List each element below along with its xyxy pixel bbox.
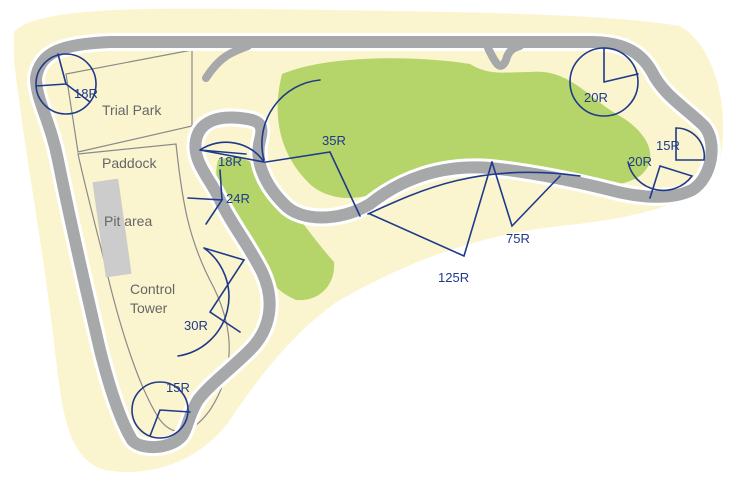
corner-label-15r-right: 15R: [656, 138, 680, 153]
corner-label-15r-bottom: 15R: [166, 380, 190, 395]
radius-lines-18r-top: [35, 53, 91, 103]
corner-label-30r: 30R: [184, 318, 208, 333]
corner-label-24r: 24R: [226, 191, 250, 206]
radius-arc-15r-right: [675, 127, 706, 161]
corner-label-18r-top: 18R: [74, 86, 98, 101]
label-control-tower-1: Control: [130, 281, 175, 297]
corner-label-75r: 75R: [506, 231, 530, 246]
corner-markers: [35, 47, 706, 439]
label-control-tower-2: Tower: [130, 300, 168, 316]
corner-label-20r: 20R: [584, 90, 608, 105]
radius-circle-18r-top: [35, 53, 97, 115]
label-pit-area: Pit area: [104, 213, 152, 229]
radius-arc-18r-mid: [199, 141, 266, 164]
radius-arc-20r-right: [627, 161, 694, 199]
corner-label-125r: 125R: [438, 270, 469, 285]
grass-infield-left: [216, 157, 335, 301]
access-road: [202, 42, 524, 82]
radius-circle-15r-bottom: [131, 381, 189, 439]
radius-arc-125r: [367, 161, 581, 258]
corner-label-35r: 35R: [322, 133, 346, 148]
radius-lines-75r: [491, 161, 561, 228]
track-surface: [30, 36, 718, 453]
corner-label-20r-right: 20R: [628, 154, 652, 169]
radius-arc-24r: [187, 169, 224, 225]
radius-arc-30r: [177, 247, 246, 357]
pit-area-box: [92, 178, 132, 278]
radius-lines-15r-bottom: [149, 409, 191, 437]
radius-lines-20r: [603, 47, 639, 83]
radius-arc-35r: [261, 79, 361, 217]
corner-label-18r-mid: 18R: [218, 154, 242, 169]
grass-infield-right: [277, 58, 651, 199]
label-trial-park: Trial Park: [102, 102, 162, 118]
label-paddock: Paddock: [102, 155, 157, 171]
